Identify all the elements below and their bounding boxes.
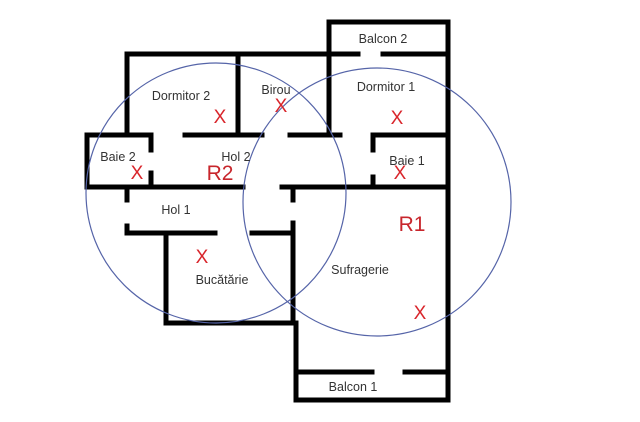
room-labels: Balcon 2 Dormitor 2 Birou Dormitor 1 Bai… — [100, 32, 424, 394]
room-label-bucatarie: Bucătărie — [196, 273, 249, 287]
room-label-balcon1: Balcon 1 — [329, 380, 378, 394]
room-label-dormitor1: Dormitor 1 — [357, 80, 415, 94]
router-labels: R2 R1 — [207, 162, 426, 236]
router-label-r2: R2 — [207, 162, 234, 185]
room-label-baie1: Baie 1 — [389, 154, 424, 168]
x-marker: X — [391, 108, 404, 129]
router-r1-coverage-circle — [242, 67, 512, 337]
room-label-hol1: Hol 1 — [161, 203, 190, 217]
walls — [84, 19, 451, 403]
x-marker: X — [394, 163, 407, 184]
x-marker: X — [196, 247, 209, 268]
x-marker: X — [275, 96, 288, 117]
room-label-birou: Birou — [261, 83, 290, 97]
x-markers: X X X X X X X — [131, 96, 427, 324]
x-marker: X — [214, 107, 227, 128]
room-label-hol2: Hol 2 — [221, 150, 250, 164]
room-label-dormitor2: Dormitor 2 — [152, 89, 210, 103]
router-label-r1: R1 — [399, 213, 426, 236]
room-label-sufragerie: Sufragerie — [331, 263, 389, 277]
router-r2-coverage-circle — [85, 62, 347, 324]
x-marker: X — [131, 163, 144, 184]
outer-wall-east — [293, 19, 451, 403]
room-label-balcon2: Balcon 2 — [359, 32, 408, 46]
x-marker: X — [414, 303, 427, 324]
room-label-baie2: Baie 2 — [100, 150, 135, 164]
kitchen-wall — [163, 230, 299, 326]
